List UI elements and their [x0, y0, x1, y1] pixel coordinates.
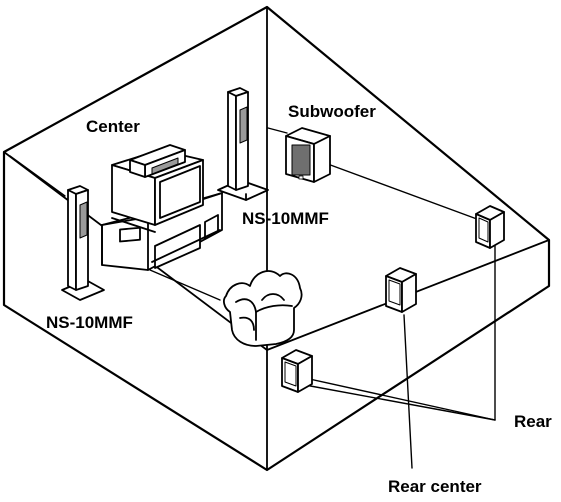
- room-box: [2, 5, 551, 472]
- armchair: [223, 270, 303, 347]
- rear-speaker-left: [281, 349, 313, 393]
- rear-speaker-right: [475, 205, 505, 249]
- tv-rack: [101, 192, 223, 271]
- subwoofer-label: Subwoofer: [288, 102, 376, 121]
- front-left-label: NS-10MMF: [46, 313, 133, 332]
- rear-center-label: Rear center: [388, 477, 482, 496]
- rear-center-speaker: [385, 267, 417, 313]
- center-speaker: [129, 144, 186, 178]
- subwoofer-unit: [285, 127, 331, 183]
- front-right-label: NS-10MMF: [242, 209, 329, 228]
- speaker-wires: [9, 127, 496, 469]
- center-label: Center: [86, 117, 140, 136]
- rear-label: Rear: [514, 412, 552, 431]
- front-right-speaker: [217, 87, 269, 201]
- front-left-speaker: [61, 185, 105, 301]
